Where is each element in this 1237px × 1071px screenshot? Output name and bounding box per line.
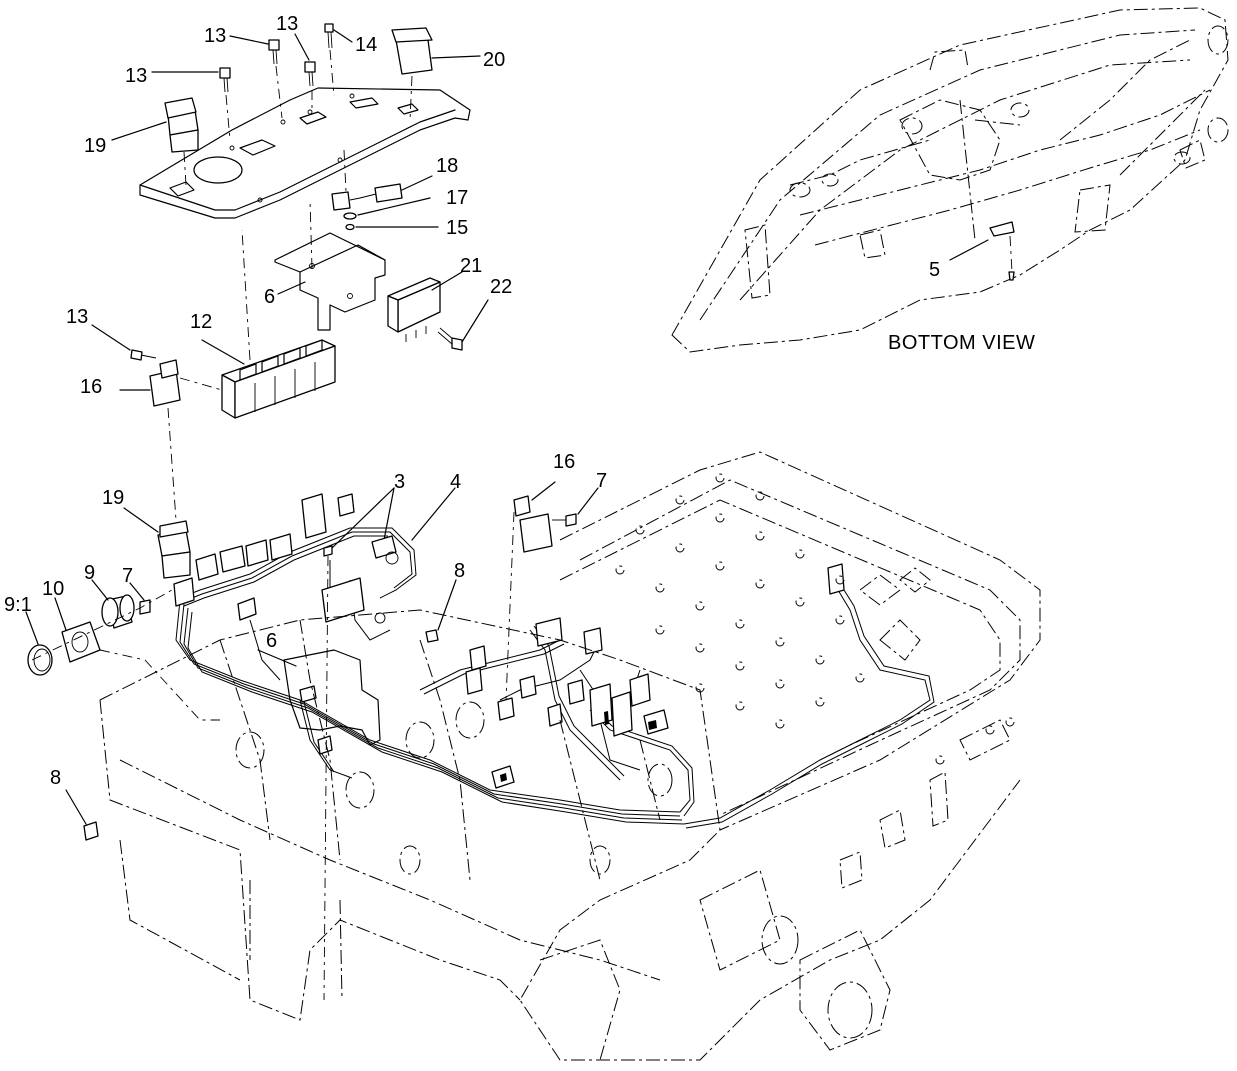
part-4-wire-harness — [173, 487, 935, 829]
part-16-relay-right — [505, 481, 556, 701]
bottom-view-frame — [671, 7, 1229, 353]
bottom-view-title: BOTTOM VIEW — [888, 332, 1035, 354]
part-15-nut — [345, 223, 439, 231]
callout-13-b: 13 — [276, 13, 298, 35]
callout-3: 3 — [394, 471, 405, 493]
control-panel-plate — [139, 87, 471, 219]
part-5-grommet — [949, 221, 1015, 281]
part-10-bezel — [54, 597, 101, 663]
gauge-mount-line — [99, 649, 220, 721]
part-14-screw — [324, 23, 353, 97]
callout-10: 10 — [42, 578, 64, 600]
part-17-washer — [343, 197, 431, 220]
callout-16-b: 16 — [553, 451, 575, 473]
part-6-bracket-upper — [274, 199, 386, 331]
callout-labels: BOTTOM VIEW 13 13 14 20 13 19 18 17 15 2… — [4, 13, 1035, 789]
gauge-centerline — [31, 589, 173, 661]
part-19-rocker-switch-upper — [111, 97, 199, 186]
part-3-screw — [323, 487, 395, 1001]
part-16-relay-left — [119, 359, 181, 521]
callout-21: 21 — [460, 255, 482, 277]
callout-9: 9 — [84, 562, 95, 584]
part-7-screw-right — [552, 487, 599, 527]
callout-7-b: 7 — [122, 565, 133, 587]
part-7-screw-left — [129, 582, 151, 615]
callout-5: 5 — [929, 259, 940, 281]
callout-8-a: 8 — [454, 560, 465, 582]
callout-16-a: 16 — [80, 376, 102, 398]
callout-15: 15 — [446, 217, 468, 239]
callout-13-c: 13 — [125, 65, 147, 87]
callout-6-a: 6 — [264, 286, 275, 308]
part-9-1-ring — [25, 611, 53, 676]
callout-12: 12 — [190, 311, 212, 333]
part-13-bolt-c — [294, 33, 316, 110]
part-13-bolt-b — [229, 35, 283, 119]
callout-13-d: 13 — [66, 306, 88, 328]
part-22-bolt — [437, 299, 489, 351]
part-6-bracket-lower — [257, 649, 381, 746]
callout-8-b: 8 — [50, 767, 61, 789]
callout-18: 18 — [436, 155, 458, 177]
callout-14: 14 — [355, 34, 377, 56]
part-19-rocker-switch-lower — [123, 507, 191, 579]
callout-9-1: 9:1 — [4, 594, 32, 616]
part-18-connector — [331, 149, 433, 211]
part-21-module — [387, 271, 463, 342]
callout-20: 20 — [483, 49, 505, 71]
callout-17: 17 — [446, 187, 468, 209]
part-8-nut-upper — [425, 579, 457, 643]
part-8-nut-lower — [65, 789, 99, 841]
callout-22: 22 — [490, 276, 512, 298]
callout-4: 4 — [450, 471, 461, 493]
part-13-bolt-d — [91, 324, 157, 361]
deck-hole-pattern — [615, 473, 865, 729]
callout-19-a: 19 — [84, 135, 106, 157]
main-frame-outline — [99, 451, 1041, 1061]
part-12-relay-block — [179, 229, 336, 419]
part-13-bolt-a — [151, 67, 231, 141]
part-20-switch-cover — [391, 27, 481, 121]
callout-6-b: 6 — [266, 630, 277, 652]
callout-19-b: 19 — [102, 487, 124, 509]
part-9-meter — [91, 579, 135, 629]
callout-7-a: 7 — [596, 470, 607, 492]
callout-13-a: 13 — [204, 25, 226, 47]
